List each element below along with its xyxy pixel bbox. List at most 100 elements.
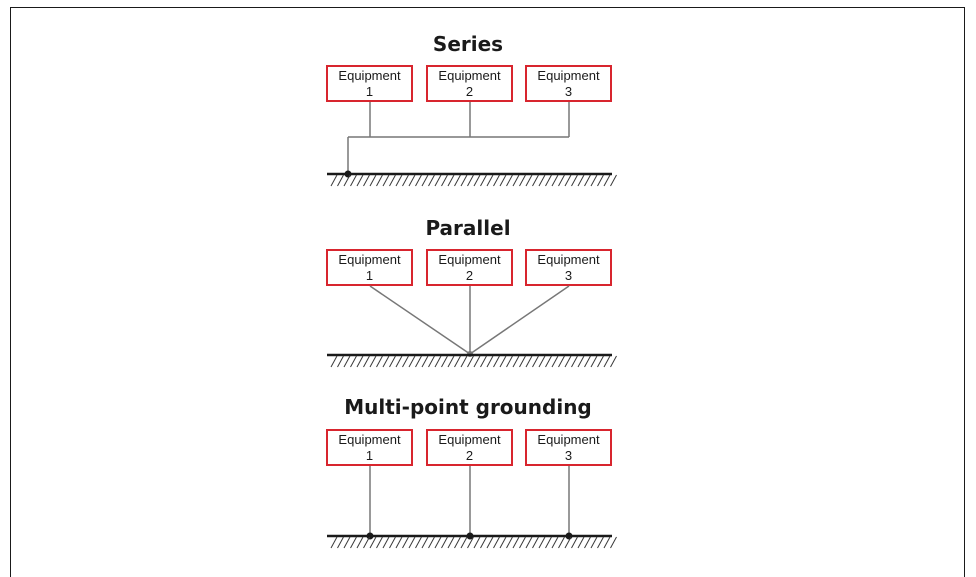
hatch-stroke [441,355,448,368]
hatch-stroke [551,174,559,187]
hatch-stroke [343,174,351,187]
equipment-number: 3 [565,84,572,99]
hatch-stroke [337,174,344,187]
equipment-name: Equipment [438,68,501,83]
equipment-name: Equipment [537,68,600,83]
multipoint-wiring [366,466,573,540]
hatch-stroke [558,355,565,368]
hatch-stroke [402,536,409,549]
wire [469,285,570,355]
hatch-stroke [571,536,578,549]
hatch-stroke [577,536,585,549]
hatch-stroke [603,536,611,549]
hatch-stroke [499,536,507,549]
hatch-stroke [343,536,351,549]
hatch-stroke [506,174,513,187]
hatch-stroke [402,355,409,368]
hatch-stroke [480,536,487,549]
hatch-stroke [434,355,442,368]
equipment-number: 1 [366,448,373,463]
hatch-stroke [493,536,500,549]
equipment-number: 2 [466,268,473,283]
hatch-stroke [538,355,546,368]
parallel-title: Parallel [425,216,510,240]
hatch-stroke [519,536,526,549]
hatch-stroke [577,174,585,187]
hatch-stroke [447,174,455,187]
hatch-stroke [421,355,429,368]
series-equipment-3: Equipment 3 [525,65,612,102]
hatch-stroke [499,355,507,368]
hatch-stroke [473,355,481,368]
hatch-stroke [571,355,578,368]
parallel-equipment-2: Equipment 2 [426,249,513,286]
hatch-stroke [493,174,500,187]
hatch-stroke [434,174,442,187]
hatch-stroke [421,536,429,549]
equipment-name: Equipment [338,252,401,267]
hatch-stroke [402,174,409,187]
hatch-stroke [519,174,526,187]
hatch-stroke [473,174,481,187]
hatch-stroke [363,355,370,368]
hatch-stroke [486,174,494,187]
hatch-stroke [460,355,468,368]
series-equipment-1: Equipment 1 [326,65,413,102]
hatch-stroke [558,536,565,549]
hatch-stroke [460,536,468,549]
hatch-stroke [467,174,474,187]
equipment-number: 3 [565,448,572,463]
hatch-stroke [356,174,364,187]
hatch-stroke [382,536,390,549]
parallel-wiring [369,285,570,357]
wire [369,285,471,355]
hatch-stroke [395,174,403,187]
hatch-stroke [382,174,390,187]
hatch-stroke [486,355,494,368]
hatch-stroke [395,355,403,368]
ground-hatching [330,174,617,187]
hatch-stroke [454,174,461,187]
hatch-stroke [603,174,611,187]
hatch-stroke [460,174,468,187]
multipoint-ground [327,534,617,549]
hatch-stroke [532,355,539,368]
hatch-stroke [337,355,344,368]
hatch-stroke [538,536,546,549]
equipment-box [326,429,413,466]
hatch-stroke [415,174,422,187]
hatch-stroke [590,355,598,368]
hatch-stroke [564,174,572,187]
equipment-box [326,65,413,102]
hatch-stroke [486,536,494,549]
multipoint-equipment-2: Equipment 2 [426,429,513,466]
hatch-stroke [350,174,357,187]
hatch-stroke [415,355,422,368]
hatch-stroke [434,536,442,549]
equipment-number: 2 [466,448,473,463]
hatch-stroke [389,174,396,187]
hatch-stroke [493,355,500,368]
equipment-number: 1 [366,268,373,283]
hatch-stroke [363,174,370,187]
hatch-stroke [525,355,533,368]
hatch-stroke [551,536,559,549]
hatch-stroke [428,174,435,187]
hatch-stroke [506,536,513,549]
hatch-stroke [421,174,429,187]
parallel-equipment-1: Equipment 1 [326,249,413,286]
equipment-box [426,429,513,466]
hatch-stroke [512,536,520,549]
hatch-stroke [473,536,481,549]
multipoint-equipment-3: Equipment 3 [525,429,612,466]
hatch-stroke [376,536,383,549]
hatch-stroke [356,355,364,368]
hatch-stroke [428,355,435,368]
hatch-stroke [584,355,591,368]
hatch-stroke [538,174,546,187]
hatch-stroke [499,174,507,187]
equipment-box [525,65,612,102]
hatch-stroke [525,174,533,187]
hatch-stroke [467,355,474,368]
